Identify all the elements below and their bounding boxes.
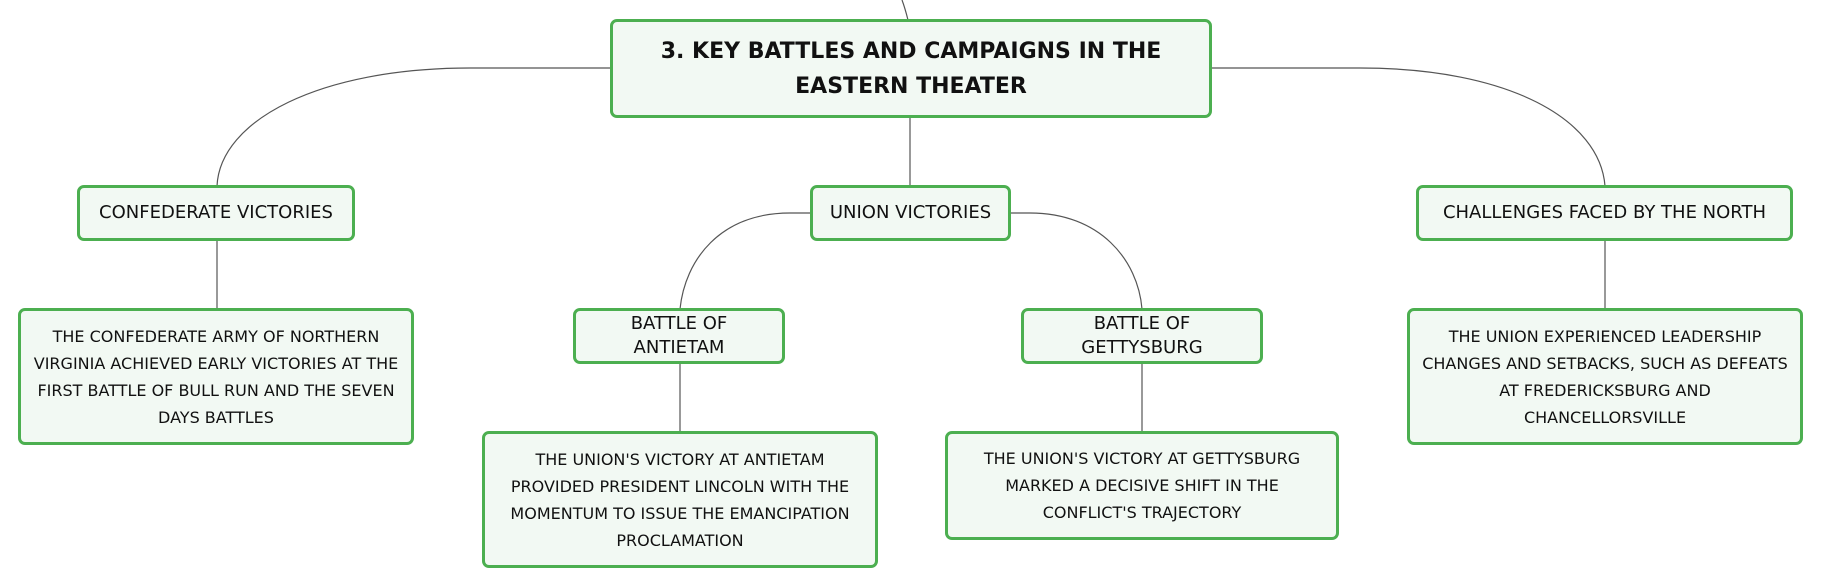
connector-parent-to-root [901, 0, 909, 21]
antietam-detail-text: THE UNION'S VICTORY AT ANTIETAM PROVIDED… [510, 449, 850, 550]
battle-gettysburg-node[interactable]: BATTLE OF GETTYSBURG [1021, 308, 1263, 364]
union-victories-node[interactable]: UNION VICTORIES [810, 185, 1011, 241]
gettysburg-detail-node[interactable]: THE UNION'S VICTORY AT GETTYSBURG MARKED… [945, 431, 1339, 540]
confederate-detail-text: THE CONFEDERATE ARMY OF NORTHERN VIRGINI… [33, 326, 399, 427]
challenges-detail-node[interactable]: THE UNION EXPERIENCED LEADERSHIP CHANGES… [1407, 308, 1803, 445]
connector-root-confederate [216, 67, 612, 187]
confederate-victories-node[interactable]: CONFEDERATE VICTORIES [77, 185, 355, 241]
battle-gettysburg-label: BATTLE OF GETTYSBURG [1081, 313, 1203, 358]
battle-antietam-node[interactable]: BATTLE OF ANTIETAM [573, 308, 785, 364]
challenges-detail-text: THE UNION EXPERIENCED LEADERSHIP CHANGES… [1422, 326, 1788, 427]
confederate-victories-label: CONFEDERATE VICTORIES [99, 202, 333, 223]
connector-union-antietam [679, 212, 812, 310]
confederate-detail-node[interactable]: THE CONFEDERATE ARMY OF NORTHERN VIRGINI… [18, 308, 414, 445]
root-topic-node[interactable]: 3. KEY BATTLES AND CAMPAIGNS IN THE EAST… [610, 19, 1212, 118]
union-victories-label: UNION VICTORIES [829, 202, 992, 223]
connector-union-gettysburg [1010, 212, 1143, 310]
root-topic-label: 3. KEY BATTLES AND CAMPAIGNS IN THE EAST… [660, 38, 1162, 99]
challenges-north-label: CHALLENGES FACED BY THE NORTH [1442, 202, 1767, 223]
battle-antietam-label: BATTLE OF ANTIETAM [630, 313, 728, 358]
connector-root-challenges [1210, 67, 1606, 187]
gettysburg-detail-text: THE UNION'S VICTORY AT GETTYSBURG MARKED… [983, 449, 1301, 522]
antietam-detail-node[interactable]: THE UNION'S VICTORY AT ANTIETAM PROVIDED… [482, 431, 878, 568]
challenges-north-node[interactable]: CHALLENGES FACED BY THE NORTH [1416, 185, 1793, 241]
